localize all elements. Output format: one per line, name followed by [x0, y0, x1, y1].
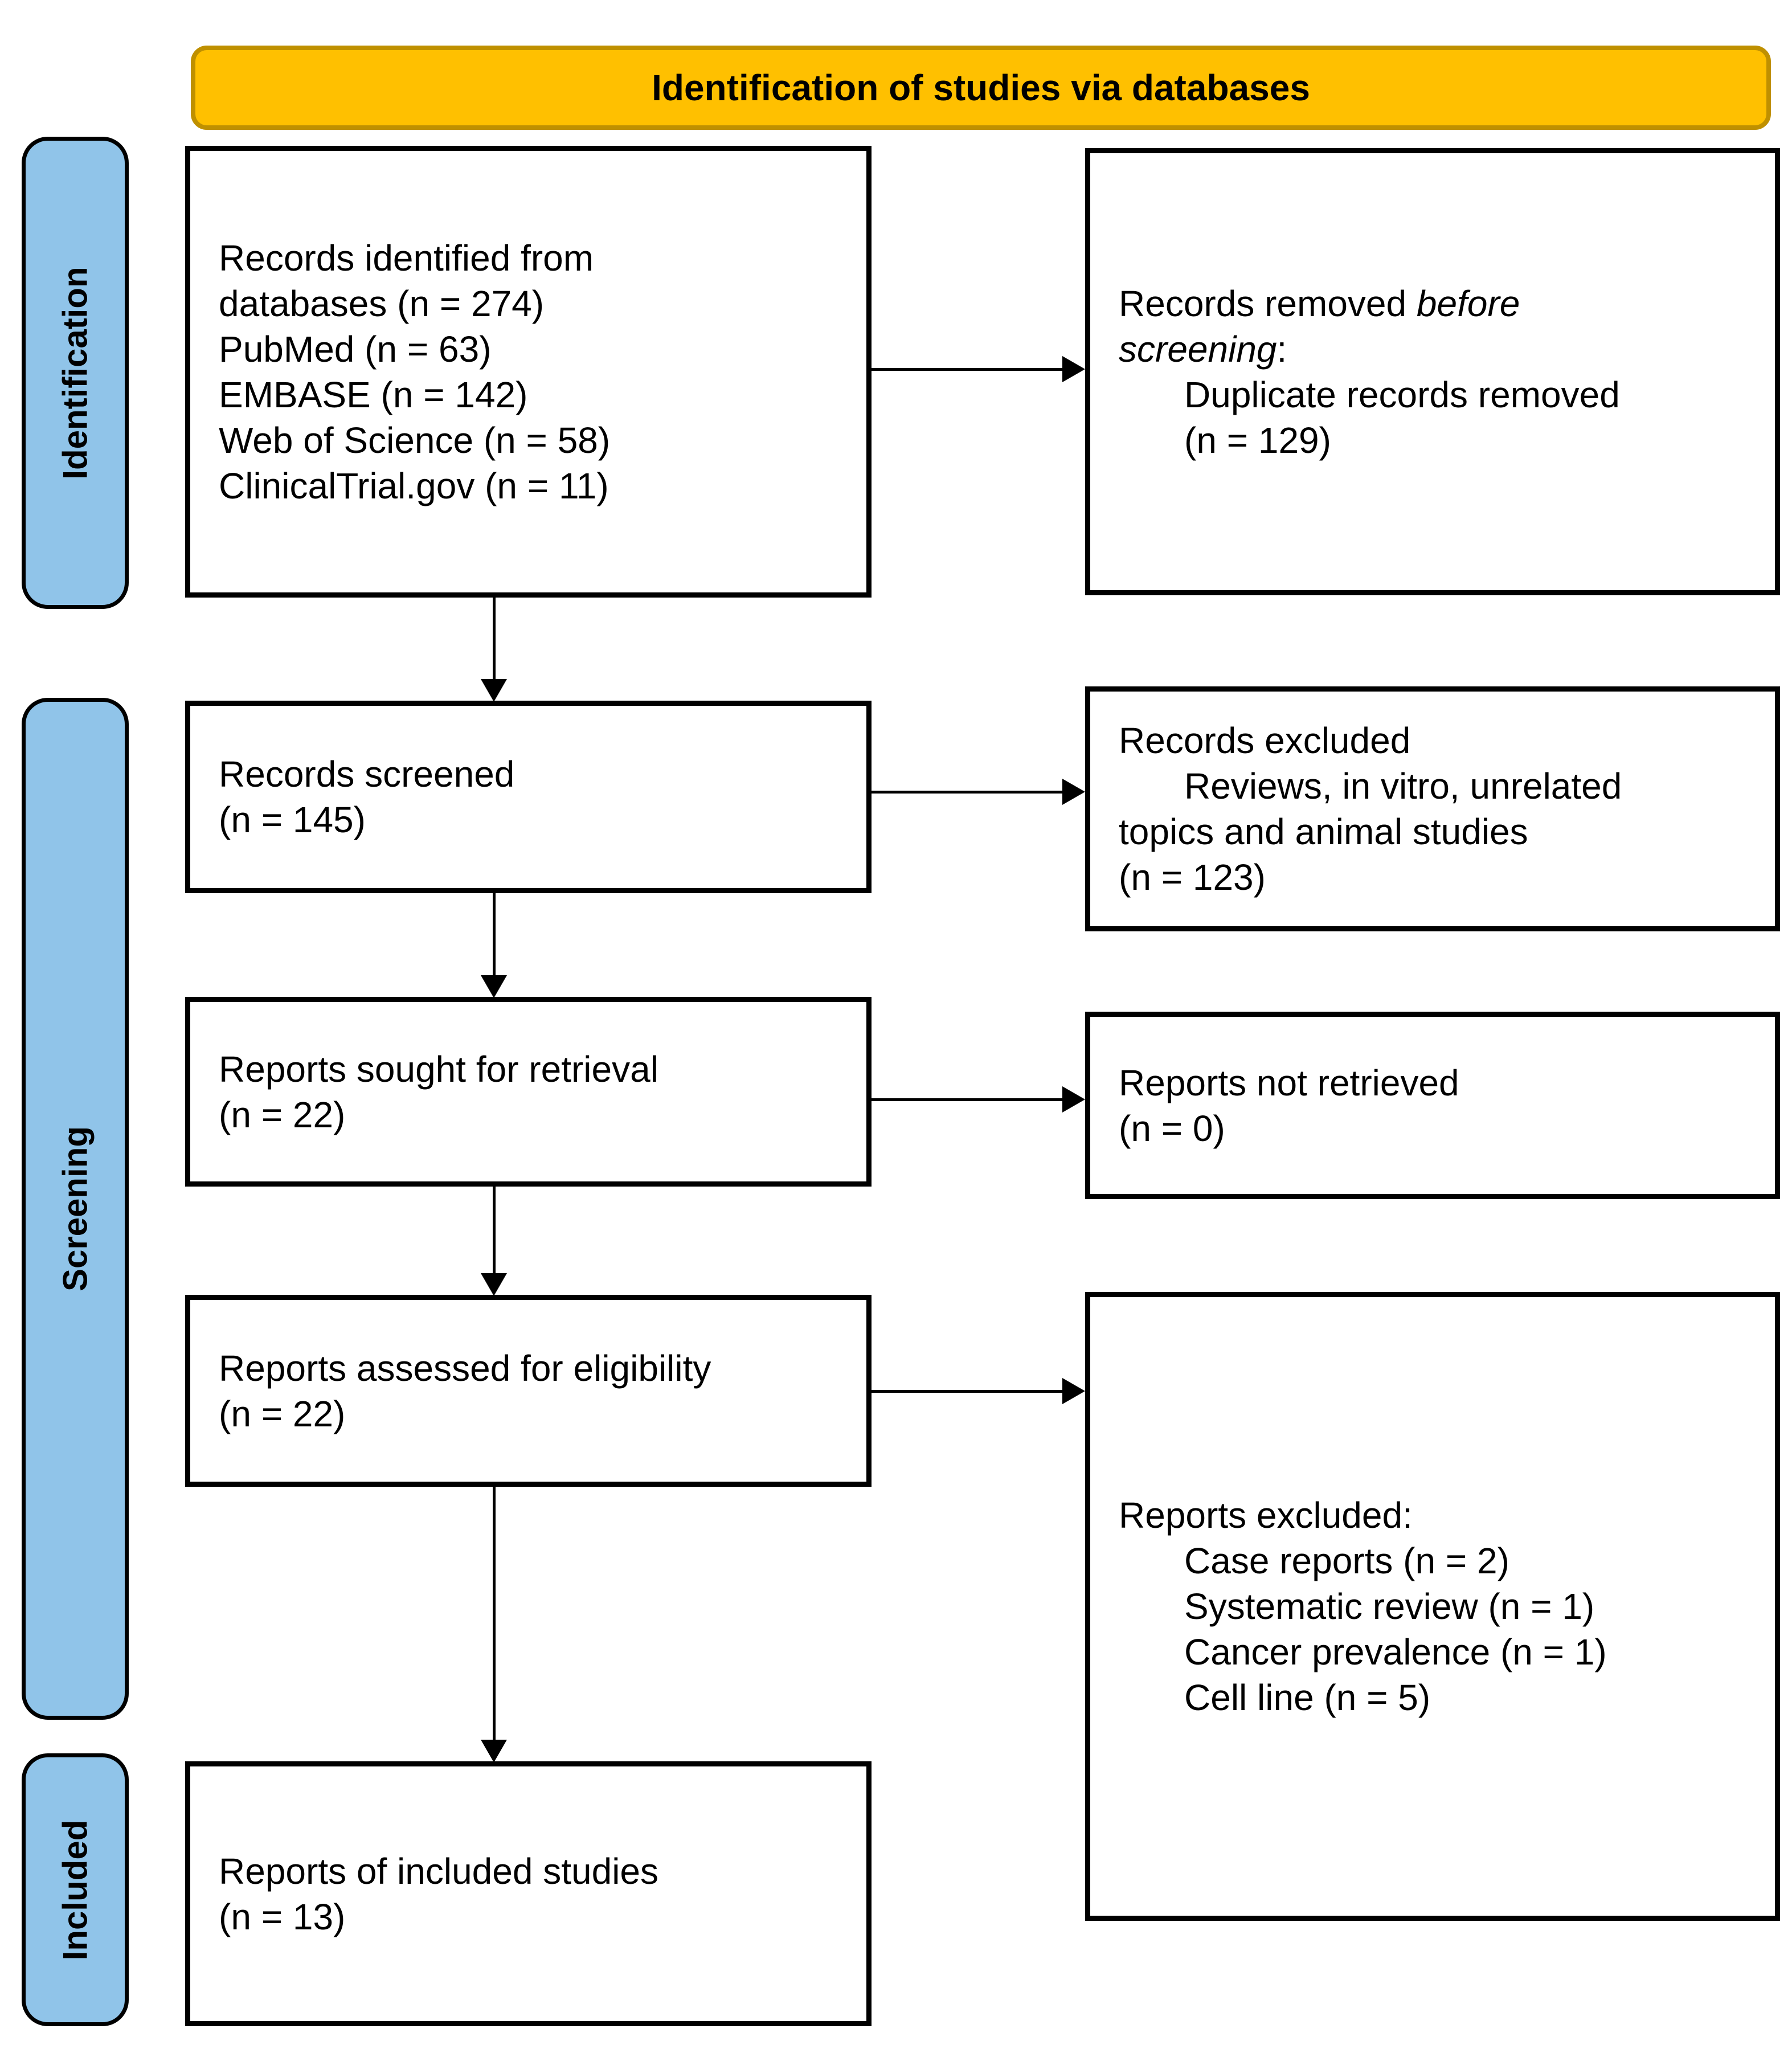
text-line: Records identified from	[219, 237, 594, 279]
arrowhead-screened-to-sought	[481, 975, 507, 998]
text-line: Web of Science (n = 58)	[219, 419, 611, 461]
text-line: (n = 129)	[1184, 419, 1331, 461]
text-line: Case reports (n = 2)	[1184, 1540, 1509, 1581]
box-reports-not-retrieved: Reports not retrieved (n = 0)	[1085, 1012, 1780, 1199]
stage-identification: Identification	[22, 137, 129, 609]
text-segment: Records removed	[1119, 283, 1417, 324]
text-line: Cell line (n = 5)	[1184, 1677, 1431, 1718]
arrowhead-sought-to-not-retrieved	[1062, 1086, 1085, 1113]
text-line: (n = 13)	[219, 1896, 346, 1937]
text-line: EMBASE (n = 142)	[219, 374, 528, 415]
text-line: screening:	[1119, 326, 1758, 372]
box-reports-excluded: Reports excluded: Case reports (n = 2) S…	[1085, 1292, 1780, 1921]
text-line: Records removed before	[1119, 281, 1758, 326]
text-line: Cancer prevalence (n = 1)	[1184, 1631, 1607, 1672]
arrow-line-identified-to-removed	[872, 368, 1063, 371]
stage-included-label: Included	[56, 1819, 95, 1960]
text-line: (n = 123)	[1119, 857, 1266, 898]
text-line: (n = 22)	[219, 1094, 346, 1135]
stage-screening: Screening	[22, 698, 129, 1720]
arrow-line-sought-to-assessed	[493, 1187, 496, 1273]
text-line: Reviews, in vitro, unrelated	[1184, 766, 1622, 807]
box-reports-sought: Reports sought for retrieval (n = 22)	[185, 997, 872, 1187]
stage-identification-label: Identification	[56, 266, 95, 480]
arrowhead-assessed-to-excluded	[1062, 1378, 1085, 1404]
banner: Identification of studies via databases	[191, 46, 1771, 130]
text-line: Duplicate records removed	[1184, 374, 1620, 415]
stage-screening-label: Screening	[56, 1126, 95, 1292]
text-line: PubMed (n = 63)	[219, 328, 492, 370]
box-records-removed: Records removed before screening: Duplic…	[1085, 148, 1780, 595]
arrow-line-assessed-to-excluded	[872, 1390, 1063, 1393]
page-title: Identification of studies via databases	[652, 67, 1310, 108]
text-line: topics and animal studies	[1119, 811, 1528, 852]
arrow-line-screened-to-excluded	[872, 791, 1063, 794]
text-line: ClinicalTrial.gov (n = 11)	[219, 465, 609, 506]
text-line: Reports sought for retrieval	[219, 1048, 658, 1090]
text-line: Reports not retrieved	[1119, 1062, 1459, 1103]
arrow-line-assessed-to-included	[493, 1487, 496, 1740]
arrowhead-assessed-to-included	[481, 1740, 507, 1762]
box-reports-assessed: Reports assessed for eligibility (n = 22…	[185, 1295, 872, 1487]
arrowhead-sought-to-assessed	[481, 1273, 507, 1296]
text-line: Records screened	[219, 754, 515, 795]
box-records-identified: Records identified from databases (n = 2…	[185, 146, 872, 598]
text-line: Reports excluded:	[1119, 1495, 1413, 1536]
text-segment-italic: screening	[1119, 328, 1277, 370]
text-segment-italic: before	[1416, 283, 1520, 324]
text-line: (n = 0)	[1119, 1107, 1225, 1149]
box-reports-included: Reports of included studies (n = 13)	[185, 1761, 872, 2026]
text-line: Reports of included studies	[219, 1850, 658, 1892]
text-segment: :	[1277, 328, 1287, 370]
arrow-line-identified-to-screened	[493, 598, 496, 679]
arrowhead-identified-to-removed	[1062, 356, 1085, 382]
box-records-excluded: Records excluded Reviews, in vitro, unre…	[1085, 686, 1780, 931]
text-line: Reports assessed for eligibility	[219, 1347, 711, 1389]
text-line: (n = 22)	[219, 1393, 346, 1434]
text-line: databases (n = 274)	[219, 283, 545, 324]
arrowhead-screened-to-excluded	[1062, 779, 1085, 805]
arrow-line-sought-to-not-retrieved	[872, 1098, 1063, 1101]
stage-included: Included	[22, 1753, 129, 2026]
text-line: Records excluded	[1119, 720, 1411, 761]
arrow-line-screened-to-sought	[493, 893, 496, 975]
arrowhead-identified-to-screened	[481, 679, 507, 702]
box-records-screened: Records screened (n = 145)	[185, 701, 872, 893]
text-line: Systematic review (n = 1)	[1184, 1586, 1595, 1627]
text-line: (n = 145)	[219, 799, 366, 840]
